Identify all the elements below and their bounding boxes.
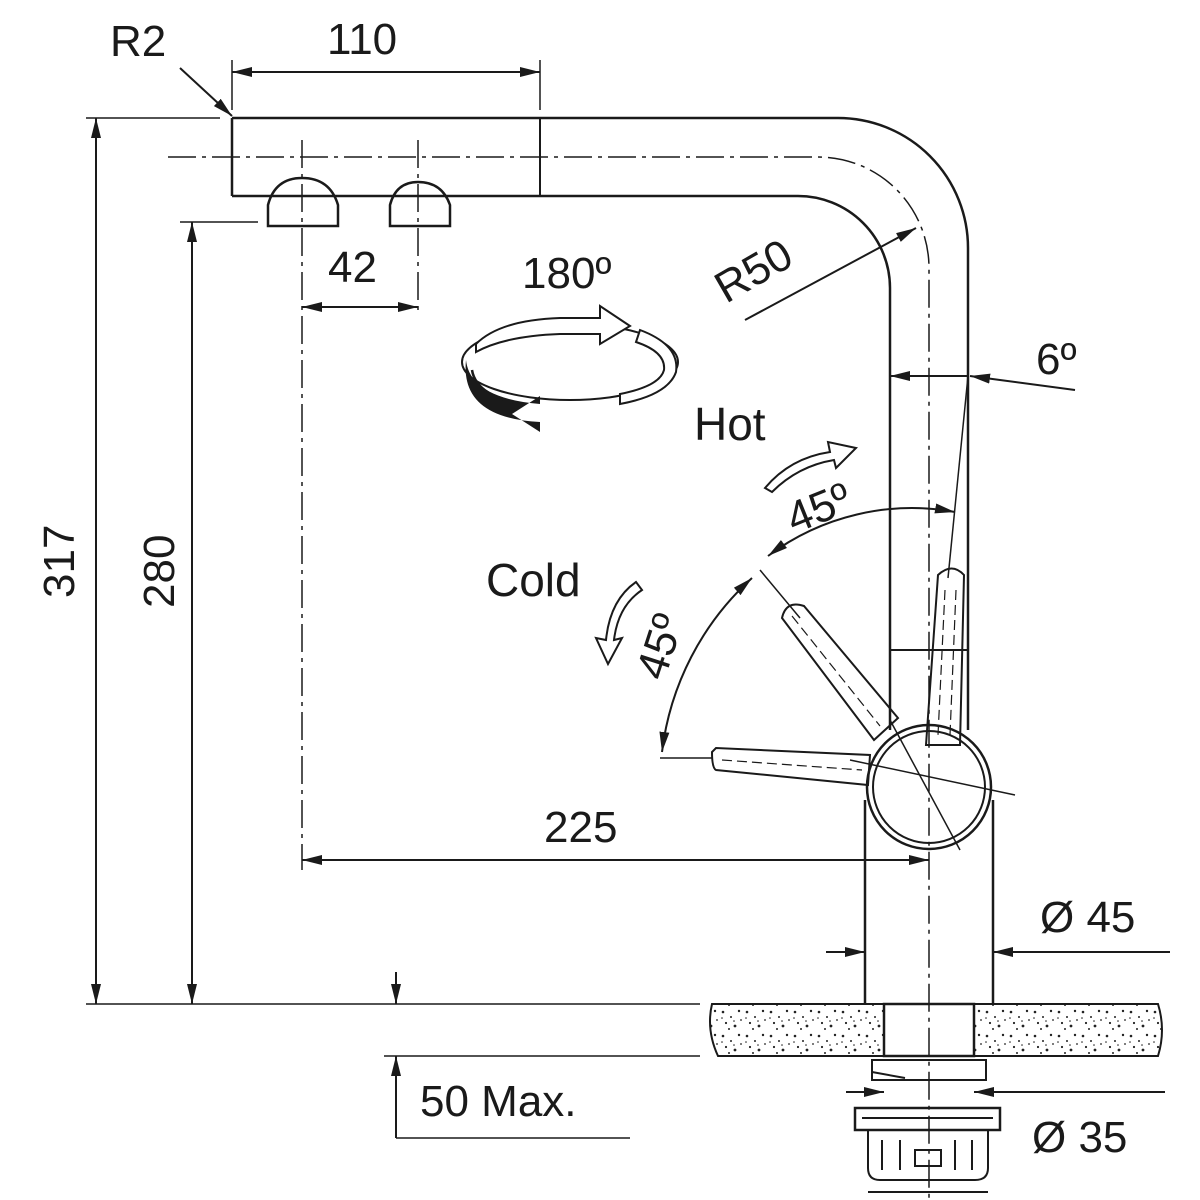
- hot-direction-arrow: [763, 440, 859, 494]
- outlet-nozzles: [266, 176, 452, 228]
- label-r50: R50: [707, 230, 801, 313]
- mixer-body: [849, 719, 1016, 1005]
- cold-direction-arrow: [594, 580, 644, 667]
- label-317: 317: [35, 525, 84, 598]
- label-diameter-45: Ø 45: [1040, 893, 1135, 942]
- label-42: 42: [328, 243, 377, 292]
- label-280: 280: [135, 535, 184, 608]
- label-180: 180º: [522, 249, 611, 298]
- label-cold: Cold: [486, 554, 581, 606]
- dimension-lines: [86, 60, 1170, 1139]
- label-50-max: 50 Max.: [420, 1077, 577, 1126]
- mounting-kit: [853, 1059, 1002, 1193]
- label-diameter-35: Ø 35: [1032, 1113, 1127, 1162]
- label-r2: R2: [110, 17, 166, 66]
- rotation-symbol: [461, 304, 679, 432]
- label-hot-45: 45º: [779, 473, 858, 543]
- label-6deg: 6º: [1036, 335, 1077, 384]
- label-225: 225: [544, 803, 617, 852]
- spout: [168, 116, 970, 1200]
- label-hot: Hot: [694, 398, 766, 450]
- countertop: [709, 1002, 1163, 1058]
- label-110: 110: [327, 15, 397, 64]
- lever-positions: [710, 567, 966, 787]
